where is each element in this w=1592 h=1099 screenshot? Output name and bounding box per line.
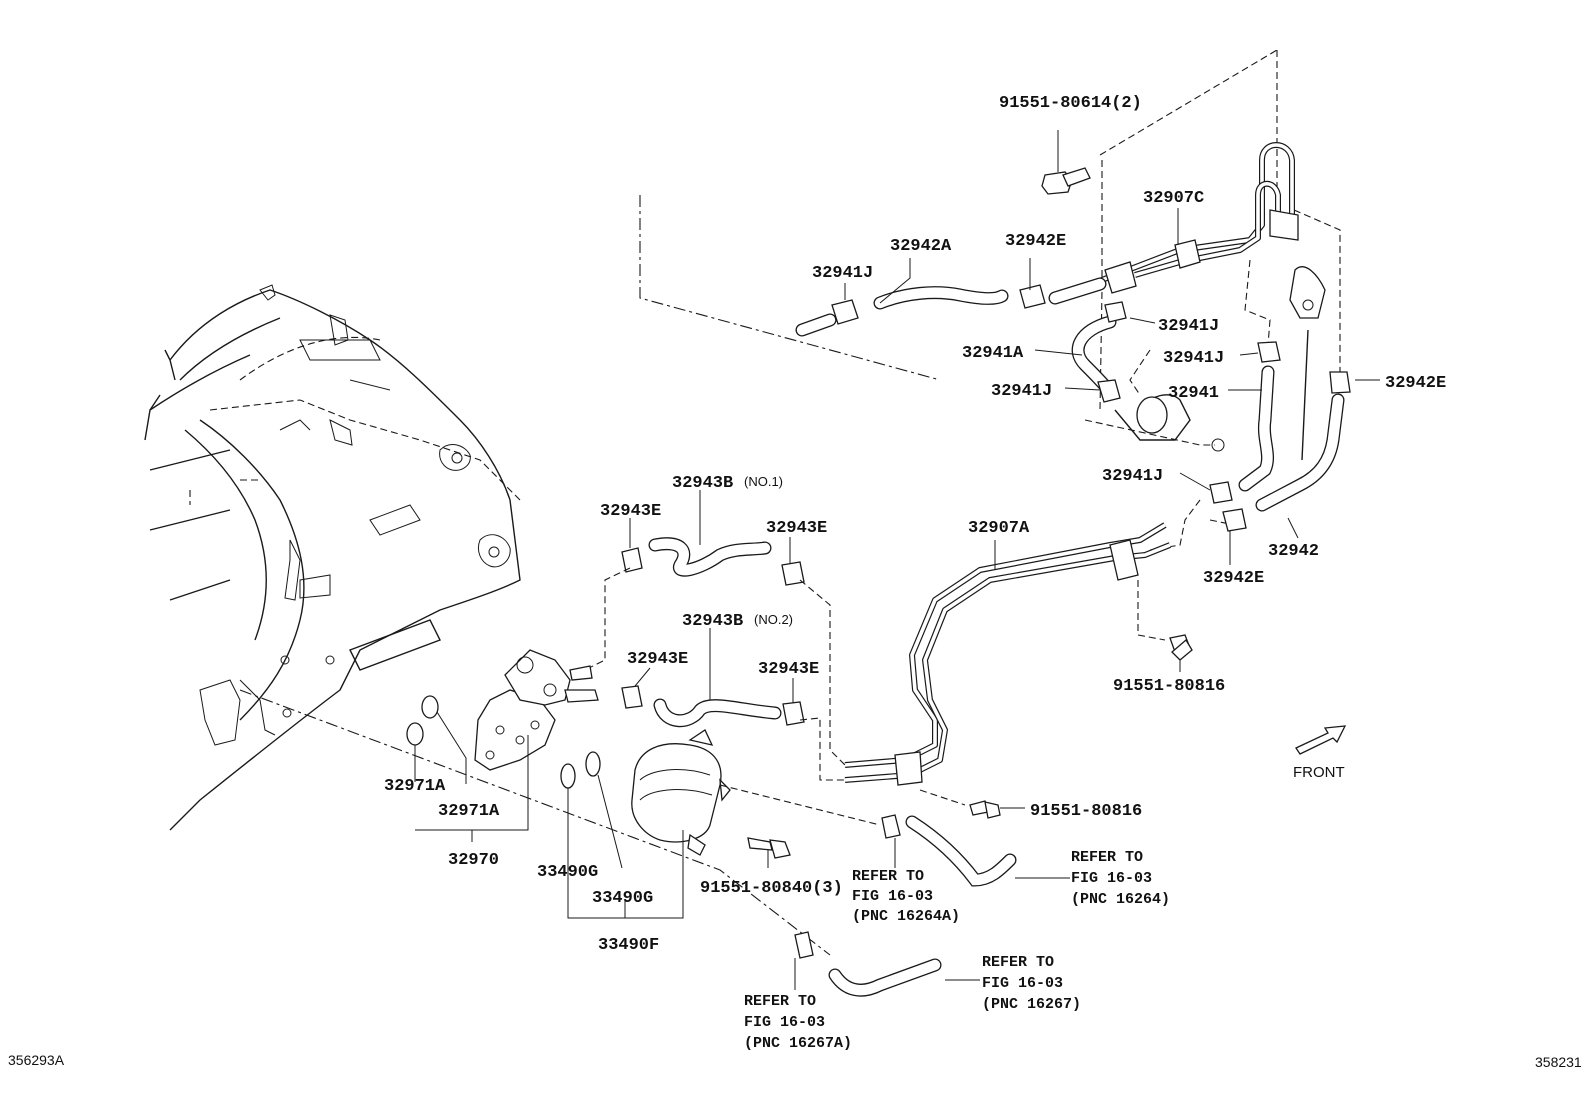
pipe-32907C bbox=[1053, 142, 1326, 319]
bolt-91551-80840 bbox=[747, 837, 791, 868]
hose-32942A bbox=[795, 277, 1107, 337]
label-32943E-3: 32943E bbox=[627, 650, 688, 669]
label-32941J-low: 32941J bbox=[1102, 467, 1163, 486]
label-32943E-1: 32943E bbox=[600, 502, 661, 521]
label-32970: 32970 bbox=[448, 851, 499, 870]
ref-16264A-line1: REFER TO bbox=[852, 868, 924, 885]
ref-hose-16264 bbox=[881, 814, 1070, 887]
oil-cooler-33490F bbox=[560, 729, 731, 919]
ref-16267A-line2: FIG 16-03 bbox=[744, 1014, 825, 1031]
ref-16264-line1: REFER TO bbox=[1071, 849, 1143, 866]
label-32941J-left: 32941J bbox=[812, 264, 873, 283]
ref-16264A-line3: (PNC 16264A) bbox=[852, 908, 960, 925]
figure-id-left: 356293A bbox=[8, 1052, 65, 1068]
label-32942E-low: 32942E bbox=[1203, 569, 1264, 588]
label-32942A: 32942A bbox=[890, 237, 952, 256]
ref-16267: REFER TO FIG 16-03 (PNC 16267) bbox=[982, 954, 1081, 1013]
label-32941A: 32941A bbox=[962, 344, 1024, 363]
label-32942E-right: 32942E bbox=[1385, 374, 1446, 393]
clamp-32942E-low bbox=[1222, 508, 1247, 532]
label-32971A-2: 32971A bbox=[438, 802, 500, 821]
label-32941J-r2: 32941J bbox=[991, 382, 1052, 401]
ref-16267-line3: (PNC 16267) bbox=[982, 996, 1081, 1013]
bolt-91551-80614 bbox=[1041, 130, 1091, 195]
label-32943E-4: 32943E bbox=[758, 660, 819, 679]
bolt-91551-80816-lower bbox=[969, 800, 1025, 819]
hose-32943B-no1 bbox=[621, 537, 805, 586]
label-32943B-no1: 32943B bbox=[672, 474, 733, 493]
ref-16267-line2: FIG 16-03 bbox=[982, 975, 1063, 992]
pipe-32907A bbox=[844, 522, 1193, 786]
label-32971A-1: 32971A bbox=[384, 777, 446, 796]
label-32941J-mid: 32941J bbox=[1158, 317, 1219, 336]
hose-32942 bbox=[1255, 329, 1351, 512]
ref-hose-16267 bbox=[794, 931, 980, 997]
ref-16264-line3: (PNC 16264) bbox=[1071, 891, 1170, 908]
ref-16267A: REFER TO FIG 16-03 (PNC 16267A) bbox=[744, 993, 852, 1052]
bolt-91551-80816-upper bbox=[1169, 634, 1193, 661]
label-32941J-r1: 32941J bbox=[1163, 349, 1224, 368]
label-91551-80614: 91551-80614(2) bbox=[999, 94, 1142, 113]
hose-32941A bbox=[1071, 301, 1225, 452]
part-labels: 91551-80614(2) 32907C 32942A 32942E 3294… bbox=[384, 94, 1446, 955]
ref-16264: REFER TO FIG 16-03 (PNC 16264) bbox=[1071, 849, 1170, 908]
label-33490G-1: 33490G bbox=[537, 863, 598, 882]
label-32943B-no1-suffix: (NO.1) bbox=[744, 474, 783, 489]
label-32907A: 32907A bbox=[968, 519, 1030, 538]
label-91551-80816-a: 91551-80816 bbox=[1113, 677, 1225, 696]
label-32942: 32942 bbox=[1268, 542, 1319, 561]
hose-32941 bbox=[1238, 341, 1281, 492]
label-32941: 32941 bbox=[1168, 384, 1219, 403]
label-91551-80840: 91551-80840(3) bbox=[700, 879, 843, 898]
label-32942E-top: 32942E bbox=[1005, 232, 1066, 251]
ref-16267A-line3: (PNC 16267A) bbox=[744, 1035, 852, 1052]
label-91551-80816-b: 91551-80816 bbox=[1030, 802, 1142, 821]
upper-cooler-lines bbox=[639, 49, 1351, 551]
valve-32970 bbox=[406, 649, 599, 842]
ref-16264A: REFER TO FIG 16-03 (PNC 16264A) bbox=[852, 868, 960, 925]
front-arrow-icon bbox=[1295, 725, 1347, 755]
label-33490G-2: 33490G bbox=[592, 889, 653, 908]
front-label: FRONT bbox=[1293, 764, 1345, 781]
leader-lines bbox=[629, 208, 1380, 703]
ref-16267A-line1: REFER TO bbox=[744, 993, 816, 1010]
label-33490F: 33490F bbox=[598, 936, 659, 955]
figure-id-right: 358231 bbox=[1535, 1054, 1582, 1070]
ref-16267-line1: REFER TO bbox=[982, 954, 1054, 971]
label-32943B-no2: 32943B bbox=[682, 612, 743, 631]
clamp-32941J-low bbox=[1209, 481, 1233, 504]
label-32907C: 32907C bbox=[1143, 189, 1204, 208]
ref-16264-line2: FIG 16-03 bbox=[1071, 870, 1152, 887]
transmission-housing bbox=[144, 284, 521, 831]
label-32943E-2: 32943E bbox=[766, 519, 827, 538]
hose-32943B-no2 bbox=[621, 685, 805, 728]
ref-16264A-line2: FIG 16-03 bbox=[852, 888, 933, 905]
label-32943B-no2-suffix: (NO.2) bbox=[754, 612, 793, 627]
